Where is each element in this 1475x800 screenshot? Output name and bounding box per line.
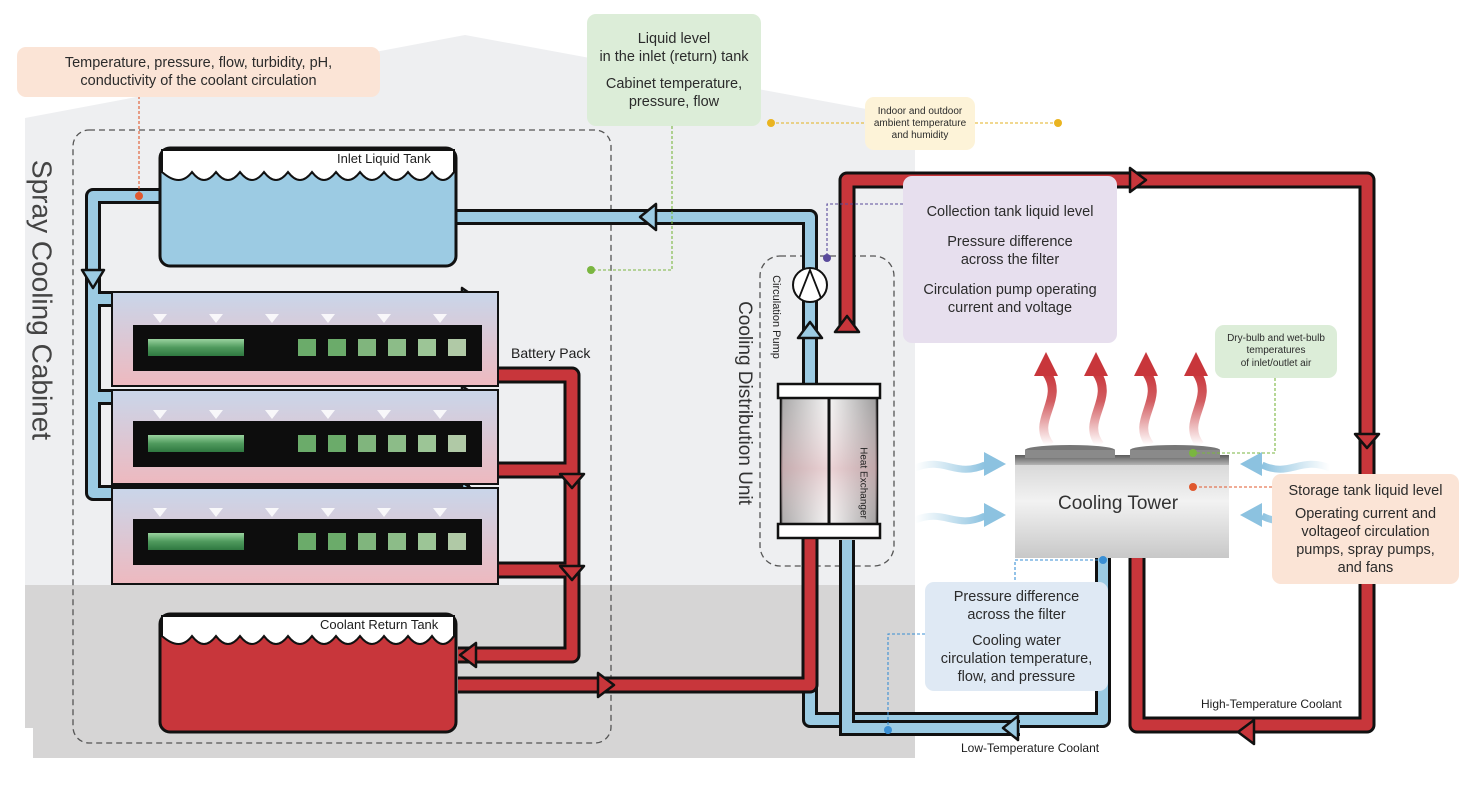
- cooling-tower: [1015, 445, 1229, 558]
- coolant-parameters-note: Temperature, pressure, flow, turbidity, …: [17, 47, 380, 97]
- sensor-dots: [135, 119, 1197, 734]
- note-line: Pressure difference: [947, 233, 1073, 250]
- note-line: across the filter: [960, 251, 1060, 268]
- cooling-water-note: Pressure difference across the filter Co…: [925, 582, 1108, 691]
- cabinet-title: Spray Cooling Cabinet: [27, 160, 58, 440]
- battery-module-3: [111, 487, 499, 585]
- note-line: conductivity of the coolant circulation: [80, 73, 317, 89]
- heat-exhaust-arrows: [1039, 369, 1207, 448]
- note-line: circulation temperature,: [940, 650, 1093, 667]
- note-line: across the filter: [967, 606, 1066, 623]
- note-line: Indoor and outdoor: [877, 105, 963, 117]
- note-line: Storage tank liquid level: [1288, 482, 1443, 499]
- note-line: Operating current and: [1294, 505, 1437, 522]
- heat-exchanger: [776, 382, 882, 540]
- battery-module-2: [111, 389, 499, 485]
- cdu-title: Cooling Distribution Unit: [734, 301, 755, 506]
- note-line: voltageof circulation: [1301, 523, 1430, 540]
- note-line: Liquid level: [637, 30, 711, 47]
- note-line: pumps, spray pumps,: [1296, 541, 1435, 558]
- cdu-outline: [759, 255, 895, 567]
- note-line: Cooling water: [972, 632, 1061, 649]
- cabinet-outline: [72, 129, 612, 744]
- note-line: ambient temperature: [873, 117, 967, 129]
- low-temp-label: Low-Temperature Coolant: [961, 741, 1100, 755]
- dry-wet-bulb-note: Dry-bulb and wet-bulb temperatures of in…: [1215, 325, 1337, 378]
- note-line: current and voltage: [947, 299, 1073, 316]
- collection-tank-note: Collection tank liquid level Pressure di…: [903, 176, 1117, 343]
- storage-tank-note: Storage tank liquid level Operating curr…: [1272, 474, 1459, 584]
- inlet-tank-label: Inlet Liquid Tank: [337, 151, 431, 166]
- battery-module-1: [111, 291, 499, 387]
- return-tank-label: Coolant Return Tank: [320, 617, 439, 632]
- note-line: Circulation pump operating: [923, 281, 1097, 298]
- coolant-return-tank: [158, 612, 458, 734]
- note-line: in the inlet (return) tank: [599, 48, 749, 65]
- note-line: temperatures: [1246, 345, 1306, 357]
- note-line: of inlet/outlet air: [1240, 357, 1312, 369]
- high-temp-label: High-Temperature Coolant: [1201, 697, 1342, 711]
- note-line: Collection tank liquid level: [926, 203, 1094, 220]
- circulation-pump-icon: [792, 267, 828, 303]
- inlet-liquid-tank: [158, 146, 458, 268]
- note-line: Pressure difference: [953, 588, 1080, 605]
- note-line: Dry-bulb and wet-bulb: [1227, 332, 1325, 344]
- note-line: pressure, flow: [628, 93, 720, 110]
- note-line: and fans: [1337, 559, 1394, 576]
- inlet-level-note: Liquid level in the inlet (return) tank …: [587, 14, 761, 126]
- note-line: Cabinet temperature,: [605, 75, 743, 92]
- sensor-leaders: [138, 96, 1276, 730]
- note-line: flow, and pressure: [957, 668, 1076, 685]
- circulation-pump-label: Circulation Pump: [770, 275, 782, 359]
- ambient-conditions-note: Indoor and outdoor ambient temperature a…: [865, 97, 975, 150]
- heat-exchanger-label: Heat Exchanger: [857, 447, 868, 519]
- cooling-tower-label: Cooling Tower: [1058, 493, 1179, 514]
- note-line: and humidity: [891, 129, 949, 141]
- battery-pack-label: Battery Pack: [511, 345, 591, 361]
- battery-pack-group: [111, 291, 499, 585]
- note-line: Temperature, pressure, flow, turbidity, …: [64, 55, 333, 71]
